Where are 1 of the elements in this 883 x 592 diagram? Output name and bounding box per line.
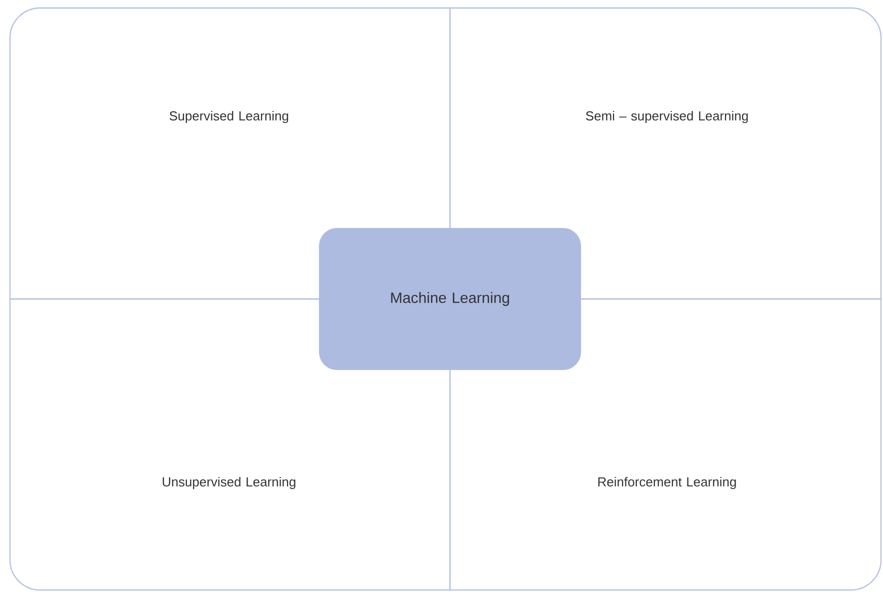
center-box: Machine Learning	[319, 228, 581, 370]
